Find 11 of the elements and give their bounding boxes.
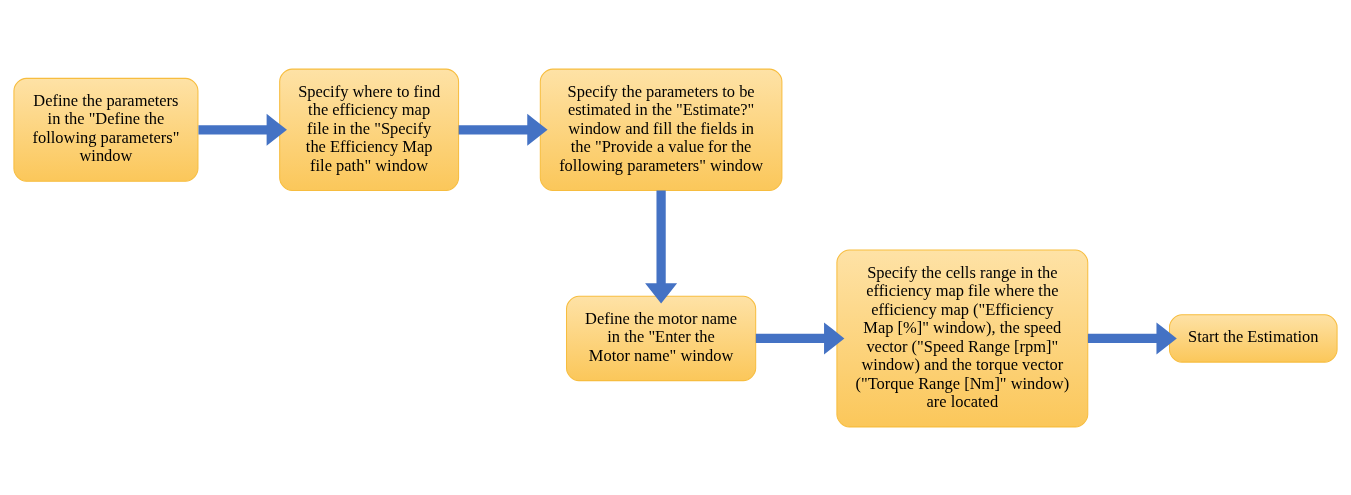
node-box: Define the motor name in the "Enter the Motor name" window [566,295,757,381]
node-box: Define the parameters in the "Define the following parameters" window [13,77,199,182]
node-box: Specify the cells range in the efficiency map file where the efficiency map ("Efficiency Map [%]" window), the speed vector ("Speed Range [rpm]" window) and the torque vector ("Torque Range [Nm]" window) are located [836,249,1089,427]
node-box: Start the Estimation [1169,313,1338,363]
arrow [645,190,678,304]
arrow [755,321,845,354]
node-box: Specify where to find the efficiency map file in the "Specify the Efficiency Map file path" window [279,68,460,191]
arrow [198,113,287,146]
node-box: Specify the parameters to be estimated in the "Estimate?" window and fill the fields in the "Provide a value for the following parameters" window [539,68,783,191]
arrow [458,113,548,146]
arrow [1087,321,1177,354]
